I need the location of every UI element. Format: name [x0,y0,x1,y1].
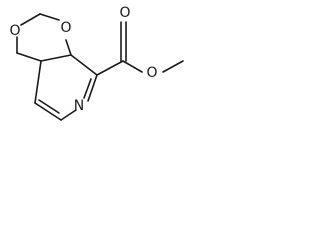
bond-c4-n-double-outer [87,74,98,102]
bond-c3a-c4 [70,54,98,76]
bond-c4-n-double-inner [83,78,92,99]
atom-n-ring: N [74,98,84,114]
bond-c3a-c7a [40,54,72,62]
bond-c6-c7-outer [34,102,62,121]
bond-c7a-oleft-link [16,52,42,62]
bond-otop-c3a [65,39,72,56]
atom-o-carbonyl: O [119,5,130,21]
atom-o-top: O [60,20,71,36]
bond-ch2-otop [39,13,60,21]
molecule-diagram: O O O O N [0,0,215,134]
bond-c6-c7-inner [38,99,60,114]
bond-c7-c7a [34,60,42,104]
bond-layer [16,13,184,121]
structure-svg: O O O O N [9,5,184,121]
label-layer: O O O O N [9,5,157,114]
bond-ch2-oleft [20,13,41,26]
bond-c4-ccarbonyl [96,60,124,76]
bond-oester-methyl [162,60,184,73]
bond-n-c6 [60,109,77,121]
atom-o-ester: O [146,65,157,81]
bond-ccarbonyl-oester [122,60,143,73]
atom-o-left: O [9,23,20,39]
